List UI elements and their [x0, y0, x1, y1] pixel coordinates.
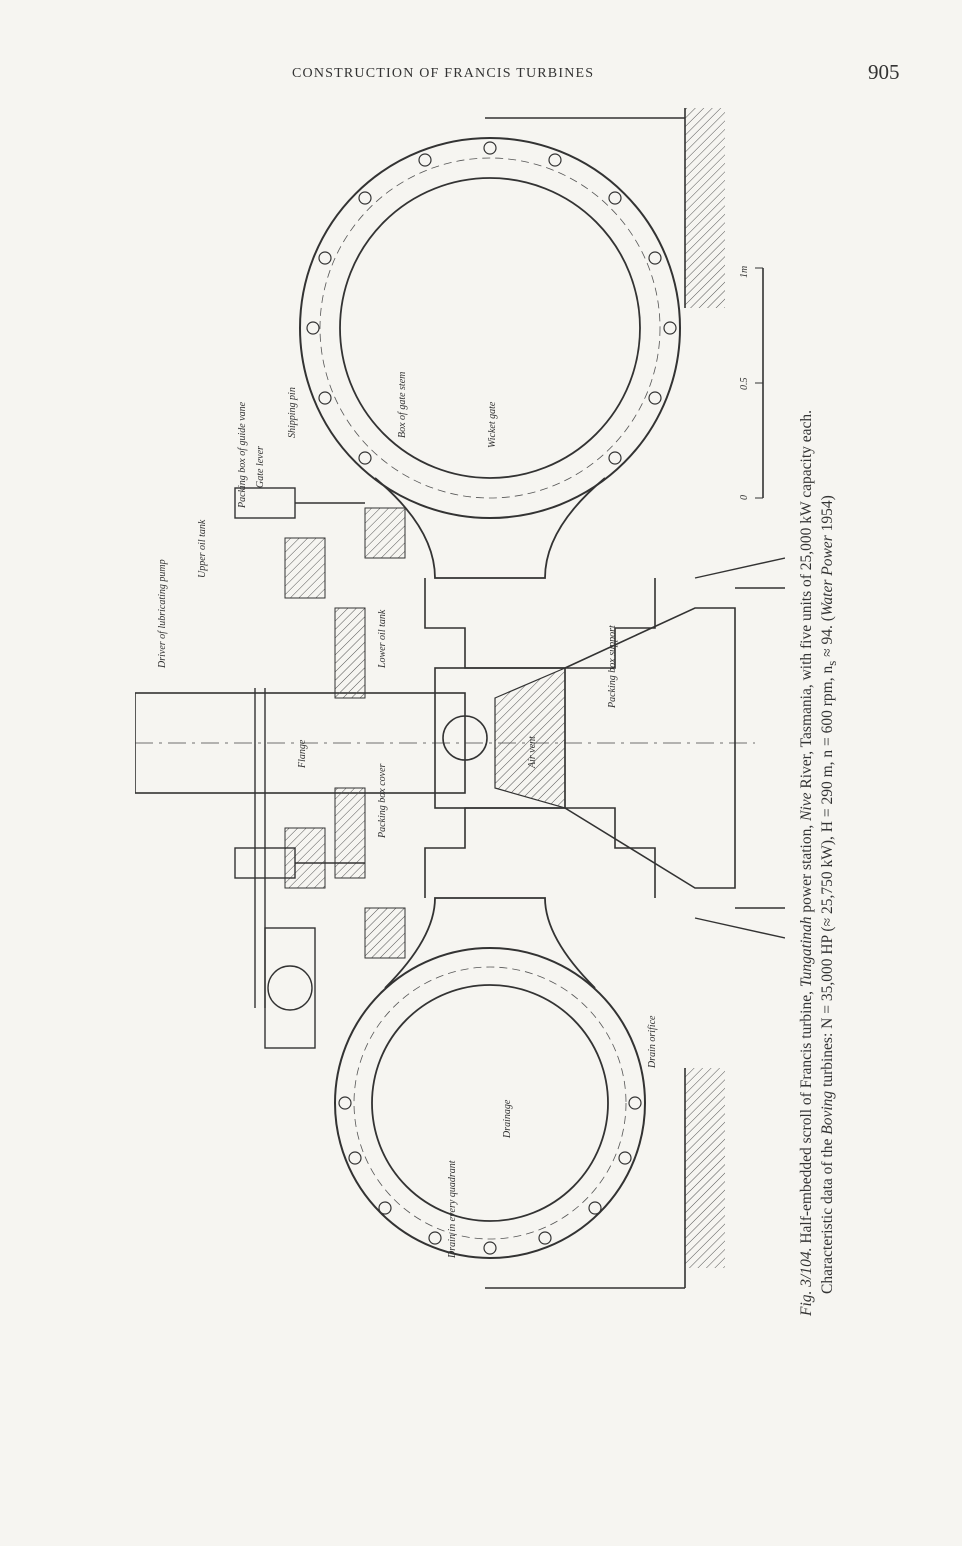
- scale-tick-0: 0: [739, 495, 750, 500]
- label-wicket-gate: Wicket gate: [487, 401, 498, 448]
- upper-scroll-case: [299, 137, 681, 579]
- caption-maker: Boving: [819, 1090, 836, 1135]
- label-packing-box-guide-vane: Packing box of guide vane: [237, 401, 248, 509]
- caption-river: Nive: [798, 792, 815, 821]
- label-air-vent: Air vent: [527, 736, 538, 769]
- main-shaft: [135, 692, 755, 794]
- label-drainage: Drainage: [502, 1099, 513, 1139]
- page-number: 905: [868, 60, 900, 84]
- figure-caption: Fig. 3/104. Half-embedded scroll of Fran…: [796, 116, 856, 1316]
- label-gate-lever: Gate lever: [255, 446, 266, 488]
- running-head: CONSTRUCTION OF FRANCIS TURBINES: [292, 66, 595, 81]
- caption-text: River, Tasmania, with five units of 25,0…: [798, 409, 815, 793]
- page-header: CONSTRUCTION OF FRANCIS TURBINES 905: [0, 60, 962, 90]
- caption-text: Characteristic data of the: [819, 1134, 836, 1294]
- label-packing-box-cover: Packing box cover: [377, 763, 388, 839]
- caption-text: Half-embedded scroll of Francis turbine,: [798, 987, 815, 1248]
- label-driver-lubricating-pump: Driver of lubricating pump: [157, 559, 168, 669]
- label-lower-oil-tank: Lower oil tank: [377, 609, 388, 669]
- caption-fig-label: Fig. 3/104.: [798, 1247, 815, 1316]
- turbine-drawing: Box of gate stem Wicket gate Shipping pi…: [135, 108, 785, 1308]
- caption-ns-subscript: s: [824, 660, 840, 666]
- label-packing-box-support: Packing box support: [607, 625, 618, 709]
- upper-flange-bolts: [306, 141, 677, 465]
- scale-tick-end: 1m: [739, 266, 750, 278]
- label-upper-oil-tank: Upper oil tank: [197, 519, 208, 578]
- regulating-gear: [234, 487, 365, 1049]
- runner-assembly: [424, 578, 736, 898]
- label-drain-every-quadrant: Drain in every quadrant: [447, 1160, 458, 1259]
- label-drain-orifice: Drain orifice: [647, 1015, 658, 1069]
- drawing-labels: Box of gate stem Wicket gate Shipping pi…: [157, 372, 658, 1259]
- caption-station: Tungatinah: [798, 916, 815, 988]
- label-flange: Flange: [297, 739, 308, 769]
- label-box-of-gate-stem: Box of gate stem: [397, 372, 408, 438]
- caption-line-2: Characteristic data of the Boving turbin…: [817, 116, 842, 1316]
- hatched-sections: [284, 108, 725, 1289]
- caption-text: ≈ 94. (: [819, 616, 836, 661]
- caption-source: Water Power: [819, 535, 836, 617]
- caption-line-1: Fig. 3/104. Half-embedded scroll of Fran…: [796, 116, 817, 1316]
- lower-flange-bolts: [338, 1096, 642, 1255]
- scale-tick-mid: 0.5: [739, 378, 750, 391]
- lower-scroll-case: [334, 897, 646, 1259]
- caption-text: 1954): [819, 495, 836, 536]
- caption-text: turbines: N = 35,000 HP (≈ 25,750 kW), H…: [819, 665, 836, 1091]
- scale-bar: 0 0.5 1m: [739, 266, 764, 500]
- caption-text: power station,: [798, 820, 815, 917]
- label-shipping-pin: Shipping pin: [287, 387, 298, 438]
- draft-tube: [694, 557, 785, 939]
